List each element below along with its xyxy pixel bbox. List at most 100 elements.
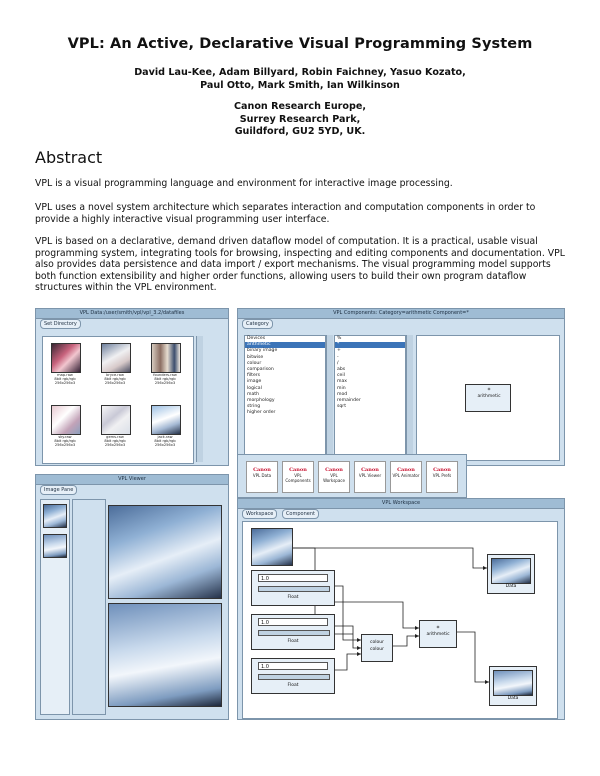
- float-slider-node[interactable]: 1.0 Float: [251, 658, 335, 694]
- category-item[interactable]: string: [247, 404, 261, 410]
- category-item[interactable]: image: [247, 379, 262, 385]
- float-slider-track[interactable]: [258, 586, 330, 592]
- tool-palette: Canon VPL Data Canon VPL Components Cano…: [237, 454, 467, 498]
- thumbnail-image[interactable]: [151, 343, 181, 373]
- category-item[interactable]: bitwise: [247, 354, 264, 360]
- caption-name: founders.raw: [153, 373, 177, 377]
- viewer-main-image[interactable]: [108, 505, 222, 599]
- category-item[interactable]: arithmetic: [245, 342, 325, 349]
- thumbnail-image[interactable]: [101, 405, 131, 435]
- category-scrollbar[interactable]: [326, 335, 333, 459]
- tool-vpl-viewer[interactable]: Canon VPL Viewer: [354, 461, 386, 493]
- workspace-menu-bar: Workspace Component: [238, 509, 564, 519]
- thumbnail-image[interactable]: [151, 405, 181, 435]
- thumbnail-caption: sky.raw 8bit rgb/rgb 256x256x3: [43, 435, 87, 448]
- component-scrollbar[interactable]: [406, 335, 413, 459]
- float-slider-node[interactable]: 1.0 Float: [251, 614, 335, 650]
- datafiles-scrollbar[interactable]: [196, 336, 203, 462]
- viewer-spacer-pane: [72, 499, 106, 715]
- caption-size: 256x256x3: [154, 443, 176, 448]
- category-item[interactable]: filters: [247, 373, 261, 379]
- abstract-heading: Abstract: [35, 148, 103, 167]
- component-item[interactable]: min: [337, 385, 346, 391]
- datafiles-menu-bar: Set Directory: [36, 319, 228, 329]
- caption-type: 8bit rgb/rgb: [54, 439, 76, 444]
- thumbnail-image[interactable]: [51, 343, 81, 373]
- category-item[interactable]: comparison: [247, 367, 274, 373]
- canon-logo: Canon: [253, 467, 271, 473]
- viewer-secondary-image[interactable]: [108, 603, 222, 707]
- float-slider-node[interactable]: 1.0 Float: [251, 570, 335, 606]
- category-item[interactable]: morphology: [247, 398, 275, 404]
- thumbnail-image[interactable]: [51, 405, 81, 435]
- arithmetic-node[interactable]: * arithmetic: [419, 620, 457, 648]
- arithmetic-node-symbol: *: [436, 625, 440, 632]
- category-item[interactable]: logical: [247, 385, 262, 391]
- tool-vpl-animator[interactable]: Canon VPL Animator: [390, 461, 422, 493]
- category-item[interactable]: colour: [247, 360, 262, 366]
- viewer-thumbnail-strip: [40, 499, 70, 715]
- workspace-menu-button[interactable]: Workspace: [242, 509, 278, 519]
- data-output-node[interactable]: Data: [489, 666, 537, 706]
- arithmetic-node-preview[interactable]: * arithmetic: [465, 384, 511, 412]
- thumbnail-image[interactable]: [101, 343, 131, 373]
- arithmetic-node-label: arithmetic: [426, 632, 450, 637]
- caption-name: gems.raw: [106, 435, 124, 439]
- viewer-thumbnail[interactable]: [43, 534, 67, 558]
- caption-type: 8bit rgb/rgb: [154, 439, 176, 444]
- viewer-menu-bar: Image Pane: [36, 485, 228, 495]
- category-item[interactable]: Devices: [247, 336, 266, 341]
- float-node-label: Float: [287, 683, 299, 688]
- canon-logo: Canon: [433, 467, 451, 473]
- source-image-node[interactable]: [251, 528, 293, 566]
- component-item[interactable]: *: [335, 342, 405, 349]
- category-item[interactable]: binary image: [247, 348, 278, 354]
- component-item[interactable]: mod: [337, 391, 348, 397]
- colour-node[interactable]: colour colour: [361, 634, 393, 662]
- caption-size: 256x256x3: [54, 381, 76, 386]
- float-value-field[interactable]: 1.0: [258, 574, 328, 582]
- category-item[interactable]: math: [247, 391, 260, 397]
- component-item[interactable]: sqrt: [337, 404, 346, 410]
- abstract-paragraph-1: VPL is a visual programming language and…: [35, 178, 453, 189]
- component-item[interactable]: -: [337, 354, 339, 360]
- component-item[interactable]: remainder: [337, 398, 361, 404]
- component-item[interactable]: %: [337, 336, 342, 341]
- category-item[interactable]: higher order: [247, 410, 276, 416]
- data-output-image: [491, 558, 531, 584]
- tool-vpl-workspace[interactable]: Canon VPL Workspace: [318, 461, 350, 493]
- float-slider-track[interactable]: [258, 674, 330, 680]
- component-item[interactable]: abs: [337, 367, 346, 373]
- set-directory-button[interactable]: Set Directory: [40, 319, 81, 329]
- caption-name: jack.raw: [157, 435, 173, 439]
- datafiles-thumbnail-grid: map.raw 8bit rgb/rgb 256x256x3 bryce.raw…: [42, 336, 194, 464]
- component-menu-button[interactable]: Component: [281, 509, 319, 519]
- float-value-field[interactable]: 1.0: [258, 662, 328, 670]
- affil-line-3: Guildford, GU2 5YD, UK.: [234, 126, 366, 137]
- tool-label: VPL Animator: [392, 473, 420, 478]
- float-slider-track[interactable]: [258, 630, 330, 636]
- colour-node-label: colour: [370, 647, 384, 652]
- workspace-canvas[interactable]: 1.0 Float 1.0 Float 1.0 Float colour col…: [242, 521, 558, 719]
- caption-type: 8bit rgb/rgb: [104, 377, 126, 382]
- tool-vpl-prefs[interactable]: Canon VPL Prefs: [426, 461, 458, 493]
- component-item[interactable]: /: [337, 360, 339, 366]
- preview-node-symbol: *: [487, 387, 491, 394]
- tool-vpl-data[interactable]: Canon VPL Data: [246, 461, 278, 493]
- component-item[interactable]: max: [337, 379, 348, 385]
- authors-line-2: Paul Otto, Mark Smith, Ian Wilkinson: [200, 80, 400, 91]
- canon-logo: Canon: [289, 467, 307, 473]
- data-output-label: Data: [505, 584, 517, 589]
- category-menu-button[interactable]: Category: [242, 319, 273, 329]
- viewer-thumbnail[interactable]: [43, 504, 67, 528]
- component-item[interactable]: ceil: [337, 373, 345, 379]
- image-pane-menu-button[interactable]: Image Pane: [40, 485, 78, 495]
- tool-vpl-components[interactable]: Canon VPL Components: [282, 461, 314, 493]
- workspace-window: VPL Workspace Workspace Component: [237, 498, 565, 720]
- thumbnail-caption: map.raw 8bit rgb/rgb 256x256x3: [43, 373, 87, 386]
- float-value-field[interactable]: 1.0: [258, 618, 328, 626]
- component-item[interactable]: +: [337, 348, 341, 354]
- data-output-node[interactable]: Data: [487, 554, 535, 594]
